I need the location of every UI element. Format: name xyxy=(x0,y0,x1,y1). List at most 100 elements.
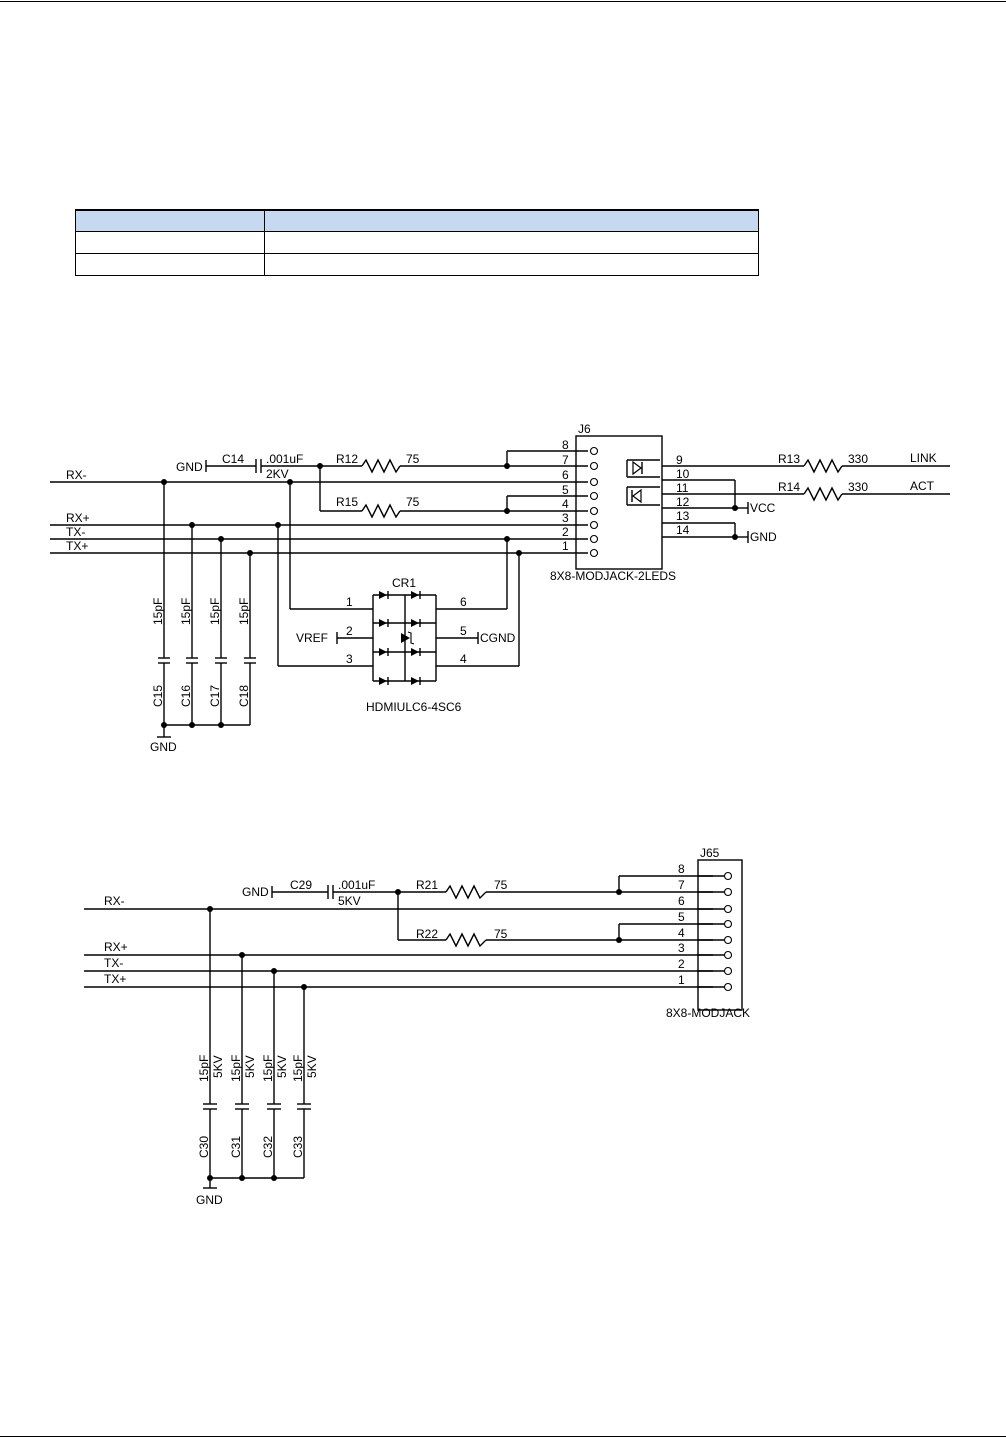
r15-ref: R15 xyxy=(336,495,358,509)
schematic-j6: RX- RX+ TX- TX+ GND C14 .001uF 2KV R12 7… xyxy=(50,422,950,754)
r22-ref: R22 xyxy=(416,927,438,941)
cr1-part: HDMIULC6-4SC6 xyxy=(366,700,462,714)
act-label: ACT xyxy=(910,479,935,493)
j65-pin: 5 xyxy=(678,910,685,924)
cap-ref: C15 xyxy=(151,685,165,707)
j6-part: 8X8-MODJACK-2LEDS xyxy=(550,569,676,583)
cr1-ref: CR1 xyxy=(392,576,416,590)
shunt-caps: GND 15pF 5KV 15pF 5KV 15pF 5KV 15pF 5KV … xyxy=(196,906,319,1207)
cap-value: 15pF xyxy=(208,598,222,625)
cap-ref: C31 xyxy=(229,1136,243,1158)
vcc-label: VCC xyxy=(750,501,776,515)
net-label-rx-minus: RX- xyxy=(66,468,87,482)
j6-pin: 10 xyxy=(676,467,690,481)
cgnd-label: CGND xyxy=(480,631,516,645)
cap-rating: 5KV xyxy=(275,1055,289,1078)
j65-pins: 8 7 6 5 4 3 2 1 xyxy=(678,862,733,992)
j6-pins-left: 8 7 6 5 4 3 2 1 xyxy=(562,438,599,558)
j65-pin: 8 xyxy=(678,862,685,876)
vref-label: VREF xyxy=(296,631,328,645)
r13-value: 330 xyxy=(848,452,868,466)
c29-value: .001uF xyxy=(338,878,375,892)
j6-pin: 11 xyxy=(676,481,689,495)
cap-value: 15pF xyxy=(291,1055,305,1082)
c14-ref: C14 xyxy=(222,452,244,466)
j6-ref: J6 xyxy=(578,422,591,436)
c14-value: .001uF xyxy=(266,452,303,466)
shunt-caps: GND 15pF 15pF 15pF 15pF C15 C16 C17 C18 xyxy=(150,479,256,754)
j6-pin: 9 xyxy=(676,453,683,467)
net-label-rx-minus: RX- xyxy=(104,894,125,908)
j6-pin: 3 xyxy=(562,511,569,525)
cap-rating: 5KV xyxy=(211,1055,225,1078)
j6-pin: 6 xyxy=(562,468,569,482)
r21-value: 75 xyxy=(494,878,508,892)
j6-pin: 4 xyxy=(562,497,569,511)
cap-ref: C30 xyxy=(197,1136,211,1158)
r21-ref: R21 xyxy=(416,878,438,892)
j6-pin: 2 xyxy=(562,525,569,539)
j65-part: 8X8-MODJACK xyxy=(666,1006,750,1020)
c29-ref: C29 xyxy=(290,878,312,892)
table-cell xyxy=(264,253,759,276)
cr1-pin: 3 xyxy=(346,652,353,666)
c14-rating: 2KV xyxy=(266,467,289,481)
cr1-pin: 2 xyxy=(346,624,353,638)
j6-pin: 1 xyxy=(562,539,569,553)
j65-pin: 2 xyxy=(678,957,685,971)
table-cell xyxy=(264,231,759,254)
header-cell xyxy=(264,209,759,232)
table-row xyxy=(75,231,759,254)
cap-ref: C18 xyxy=(237,685,251,707)
r22-value: 75 xyxy=(494,927,508,941)
cap-ref: C33 xyxy=(291,1136,305,1158)
link-label: LINK xyxy=(910,451,937,465)
schematic-j65: RX- RX+ TX- TX+ GND C29 .001uF 5KV R21 7… xyxy=(84,846,750,1207)
c29-rating: 5KV xyxy=(338,894,361,908)
gnd-label: GND xyxy=(176,460,203,474)
net-label-rx-plus: RX+ xyxy=(104,940,128,954)
gnd-label: GND xyxy=(196,1193,223,1207)
cap-value: 15pF xyxy=(237,598,251,625)
r14-value: 330 xyxy=(848,480,868,494)
header-cell xyxy=(75,209,265,232)
j65-pin: 7 xyxy=(678,878,685,892)
j65-pin: 4 xyxy=(678,926,685,940)
j6-pin: 8 xyxy=(562,438,569,452)
table-row xyxy=(75,253,759,276)
j6-pin: 7 xyxy=(562,453,569,467)
cr1-pin: 5 xyxy=(460,624,467,638)
j65-pin: 1 xyxy=(678,973,685,987)
cap-value: 15pF xyxy=(261,1055,275,1082)
cap-value: 15pF xyxy=(229,1055,243,1082)
net-label-tx-minus: TX- xyxy=(66,525,85,539)
j6-pin: 13 xyxy=(676,509,690,523)
cap-value: 15pF xyxy=(197,1055,211,1082)
net-label-tx-minus: TX- xyxy=(104,956,123,970)
r14-ref: R14 xyxy=(778,480,800,494)
cap-ref: C17 xyxy=(208,685,222,707)
table-cell xyxy=(75,253,265,276)
cap-rating: 5KV xyxy=(305,1055,319,1078)
net-label-tx-plus: TX+ xyxy=(66,539,88,553)
cr1-pin: 4 xyxy=(460,652,467,666)
gnd-label: GND xyxy=(150,740,177,754)
j65-ref: J65 xyxy=(700,846,720,860)
cap-ref: C32 xyxy=(261,1136,275,1158)
table-cell xyxy=(75,231,265,254)
j6-pin: 5 xyxy=(562,483,569,497)
cap-value: 15pF xyxy=(179,598,193,625)
j6-pin: 14 xyxy=(676,523,690,537)
gnd-label: GND xyxy=(242,885,269,899)
r12-ref: R12 xyxy=(336,452,358,466)
cr1-pin: 6 xyxy=(460,595,467,609)
gnd-label: GND xyxy=(750,530,777,544)
spec-table xyxy=(75,209,759,276)
net-label-rx-plus: RX+ xyxy=(66,511,90,525)
spec-table-header xyxy=(75,209,759,232)
j65-pin: 3 xyxy=(678,941,685,955)
net-label-tx-plus: TX+ xyxy=(104,972,126,986)
r13-ref: R13 xyxy=(778,452,800,466)
cap-rating: 5KV xyxy=(243,1055,257,1078)
top-rule xyxy=(0,1,1006,2)
